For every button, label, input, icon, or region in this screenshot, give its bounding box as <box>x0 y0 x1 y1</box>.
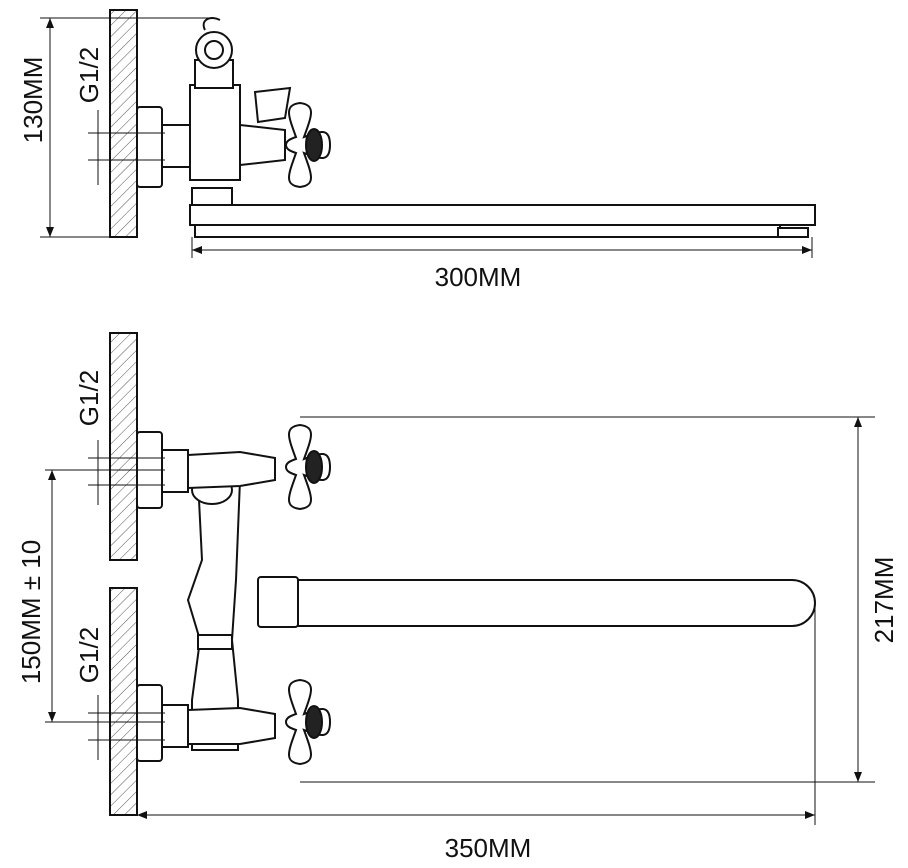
nut-lower <box>161 704 189 748</box>
valve-upper <box>187 450 276 490</box>
nut-upper <box>161 449 189 493</box>
length-label-350: 350MM <box>445 833 532 863</box>
spout-outlet <box>777 227 809 238</box>
cross-handle-lower-icon <box>285 679 331 765</box>
spout <box>297 579 816 627</box>
thread-label-lower: G1/2 <box>74 627 104 683</box>
height-label-130: 130MM <box>18 57 48 144</box>
mixer-column <box>186 479 242 751</box>
spout <box>189 204 816 226</box>
length-label-300: 300MM <box>435 262 522 292</box>
valve-lower <box>187 706 276 745</box>
height-label-217: 217MM <box>869 557 899 644</box>
flange <box>136 106 163 188</box>
thread-label-upper: G1/2 <box>74 370 104 426</box>
bottom-view: 217MM 350MM 150MM ± 10 G1/2 G1/2 <box>16 332 899 863</box>
spout-nut <box>257 576 299 628</box>
mixer-body <box>189 84 241 181</box>
cross-handle-icon <box>285 102 331 188</box>
thread-label-top: G1/2 <box>74 47 104 103</box>
wall-section-upper <box>109 332 138 561</box>
spacing-label-150: 150MM ± 10 <box>16 540 46 684</box>
diverter-lever <box>253 86 292 124</box>
cross-handle-upper-icon <box>285 424 331 510</box>
flange-lower <box>136 684 163 762</box>
wall-section <box>109 9 138 238</box>
inlet-nut <box>161 124 191 168</box>
top-view: 130MM G1/2 300MM <box>18 9 816 292</box>
wall-section-lower <box>109 587 138 816</box>
valve-body <box>239 123 286 167</box>
